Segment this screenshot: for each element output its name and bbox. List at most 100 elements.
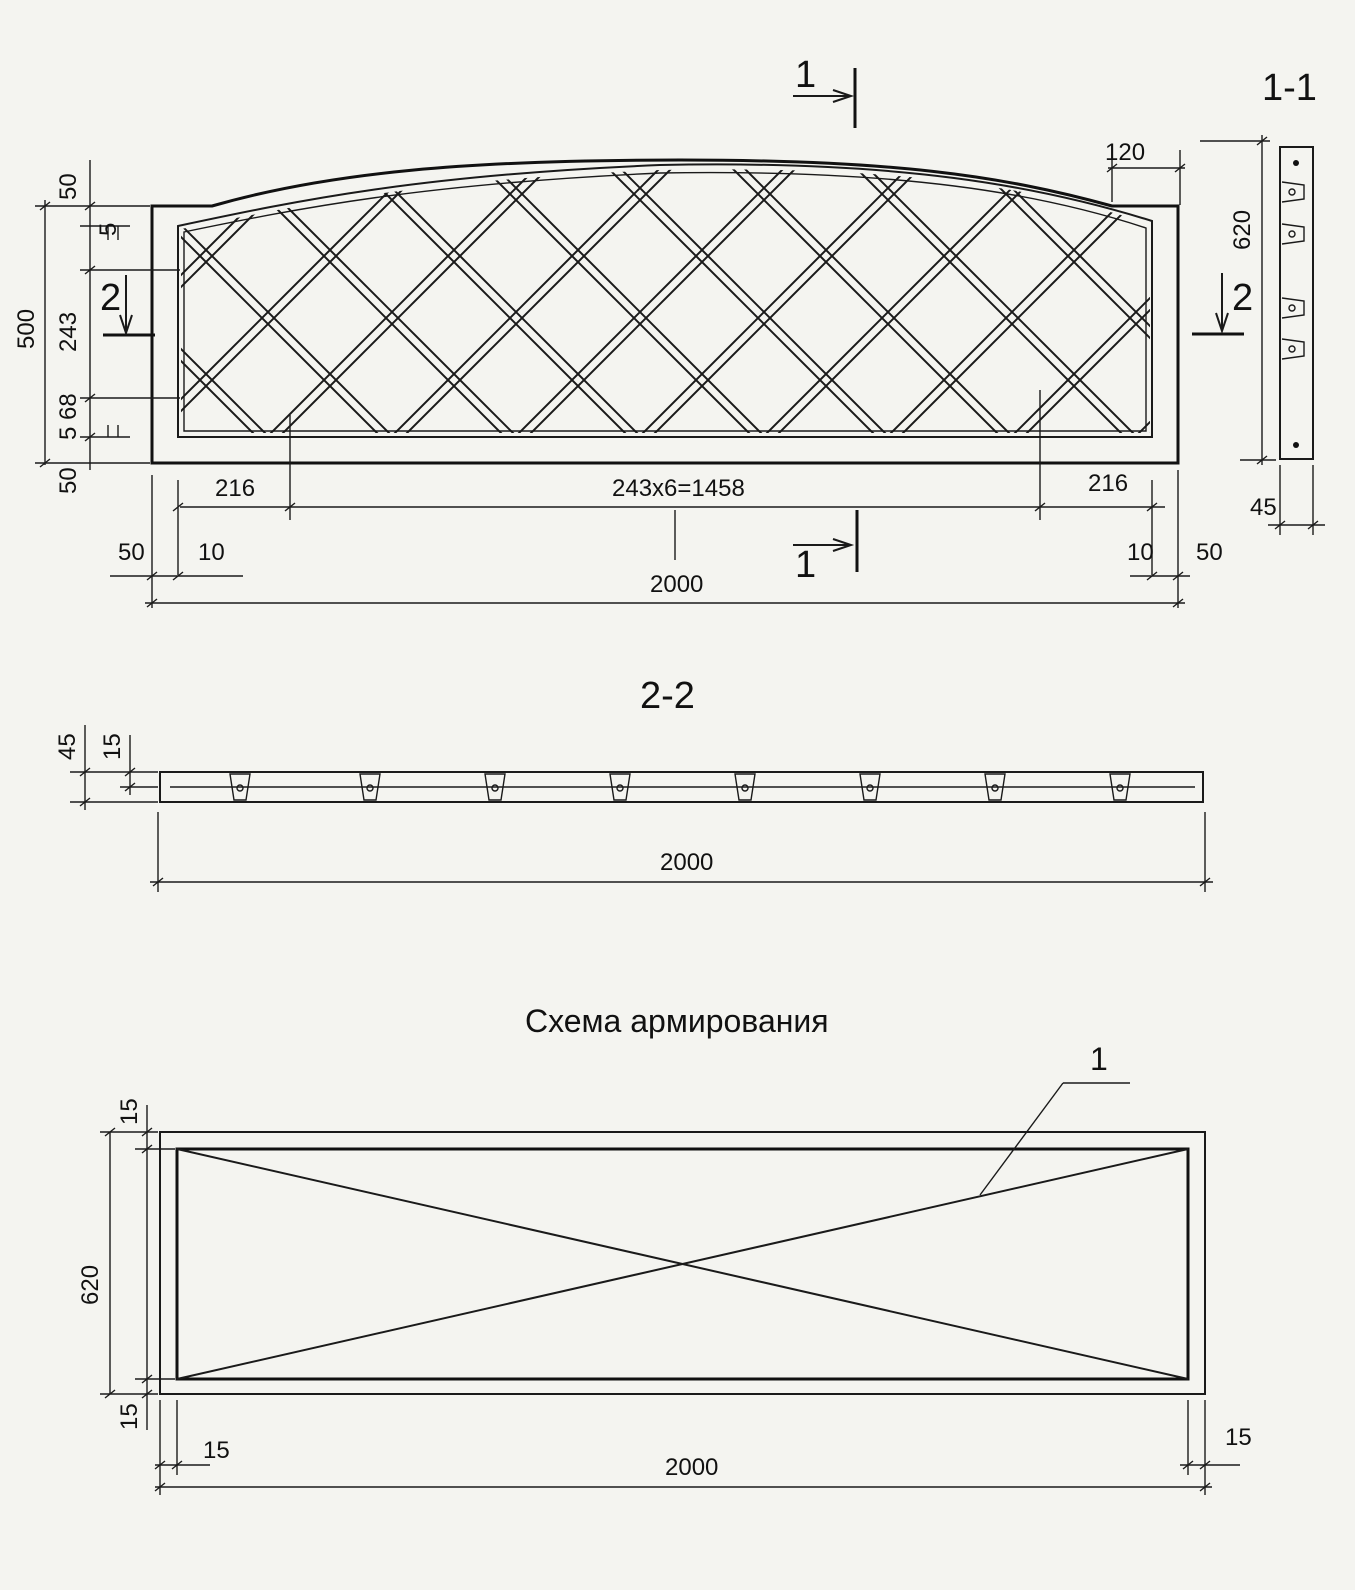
anchor-embed	[859, 773, 881, 801]
anchor-embed	[229, 773, 251, 801]
dim-15-bottom-reinf: 15	[116, 1403, 143, 1430]
anchor-hole	[1293, 442, 1299, 448]
lattice-bar	[625, 169, 917, 433]
lattice-bar	[1095, 169, 1150, 433]
lattice-bar	[181, 169, 421, 433]
dim-50-right: 50	[1196, 539, 1223, 566]
lattice-bar	[181, 169, 185, 433]
lattice-grid	[0, 160, 1355, 450]
anchor-embed	[1109, 773, 1131, 801]
section-1-1-label: 1-1	[1262, 67, 1317, 109]
lattice-bar	[971, 169, 1150, 433]
section-1-1-body	[1279, 146, 1314, 460]
dim-10-right: 10	[1127, 539, 1154, 566]
lattice-bar	[599, 169, 891, 433]
lattice-bar	[0, 160, 34, 450]
dim-243: 243	[55, 312, 82, 352]
dim-15-top-reinf: 15	[116, 1098, 143, 1125]
dim-120: 120	[1105, 139, 1145, 166]
reinforcement-mesh-frame	[175, 1147, 1190, 1381]
anchor-hole	[1288, 345, 1296, 353]
section-2-2: 2-2 45 15 2000	[54, 675, 1213, 892]
dim-500: 500	[13, 309, 40, 349]
section-1-1: 1-1 620 45	[1200, 67, 1325, 535]
view-marker-right: 2	[1232, 277, 1253, 319]
lattice-bar	[983, 169, 1150, 433]
anchor-hole	[236, 784, 244, 792]
lattice-bar	[1009, 169, 1150, 433]
dim-45-section: 45	[1250, 494, 1277, 521]
lattice-bar	[253, 169, 545, 433]
lattice-bar	[351, 169, 643, 433]
lattice-bar	[181, 169, 271, 433]
lattice-bar	[0, 160, 22, 450]
lattice-bar	[637, 169, 929, 433]
dim-5-bottom: 5	[55, 427, 82, 440]
lattice-bar	[859, 169, 1150, 433]
lattice-bar	[847, 169, 1139, 433]
anchor-hole	[1116, 784, 1124, 792]
lattice-bar	[181, 169, 283, 433]
dim-15-2-2: 15	[99, 733, 126, 760]
anchor-embed	[609, 773, 631, 801]
lattice-bar	[749, 169, 1041, 433]
lattice-bar	[377, 169, 669, 433]
dim-15-right-reinf: 15	[1225, 1424, 1252, 1451]
anchor-embed	[1281, 223, 1305, 245]
lattice-bar	[723, 169, 1015, 433]
section-2-2-body	[159, 771, 1204, 803]
lattice-frame	[177, 163, 1153, 438]
anchor-hole	[1288, 188, 1296, 196]
lattice-bar	[513, 169, 805, 433]
anchor-hole	[991, 784, 999, 792]
anchor-hole	[866, 784, 874, 792]
callout-1: 1	[1090, 1041, 1108, 1077]
dim-2000-2-2: 2000	[660, 849, 713, 876]
anchor-embed	[1281, 181, 1305, 203]
front-view: 1 1 2 2	[0, 54, 1355, 608]
dim-216-left: 216	[215, 475, 255, 502]
anchor-hole	[741, 784, 749, 792]
lattice-bar	[363, 169, 655, 433]
cut-arrow-top-head	[832, 89, 855, 103]
dim-2000-reinf: 2000	[665, 1454, 718, 1481]
dim-620-reinf: 620	[77, 1265, 104, 1305]
section-1-1-anchors	[1281, 160, 1305, 448]
dim-216-right: 216	[1088, 470, 1128, 497]
anchor-hole	[1288, 304, 1296, 312]
dim-2000-front: 2000	[650, 571, 703, 598]
anchor-hole	[616, 784, 624, 792]
anchor-embed	[1281, 338, 1305, 360]
lattice-bar	[0, 160, 172, 450]
lattice-bar	[239, 169, 531, 433]
lattice-bar	[873, 169, 1150, 433]
view-arrow-left-head	[119, 314, 133, 337]
dim-68: 68	[55, 393, 82, 420]
reinforcement-outline	[159, 1131, 1206, 1395]
lattice-bar	[885, 169, 1150, 433]
lattice-bar	[735, 169, 1027, 433]
dim-50-left: 50	[118, 539, 145, 566]
anchor-embed	[484, 773, 506, 801]
section-2-2-anchors	[229, 773, 1131, 801]
dim-50-top: 50	[55, 173, 82, 200]
callout-leader	[979, 1082, 1064, 1196]
lattice-bar	[1258, 160, 1355, 450]
lattice-bar	[997, 169, 1150, 433]
anchor-hole	[1288, 230, 1296, 238]
lattice-bar	[761, 169, 1053, 433]
reinforcement-title: Схема армирования	[525, 1003, 829, 1039]
lattice-bar	[181, 169, 395, 433]
dim-50-bottom: 50	[55, 467, 82, 494]
lattice-frame-inner	[183, 171, 1147, 432]
dim-15-left-reinf: 15	[203, 1437, 230, 1464]
lattice-bar	[0, 160, 48, 450]
lattice-bar	[501, 169, 793, 433]
lattice-bar	[181, 169, 407, 433]
lattice-bar	[0, 160, 60, 450]
dim-1458: 243x6=1458	[612, 475, 745, 502]
anchor-hole	[1293, 160, 1299, 166]
dim-10-left: 10	[198, 539, 225, 566]
anchor-embed	[734, 773, 756, 801]
